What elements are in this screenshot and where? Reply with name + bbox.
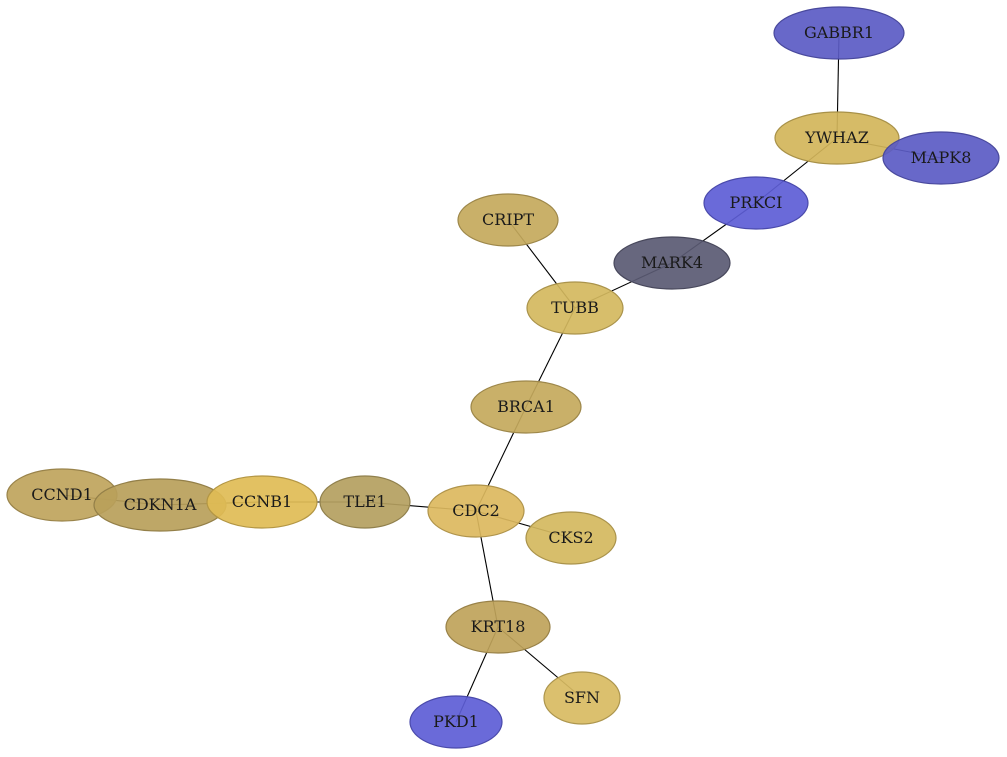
node-ccnd1[interactable]: CCND1 <box>6 468 118 522</box>
node-shape-prkci[interactable] <box>703 176 809 230</box>
node-ywhaz[interactable]: YWHAZ <box>774 111 900 165</box>
node-shape-sfn[interactable] <box>543 671 621 725</box>
node-label-brca1: BRCA1 <box>497 397 555 416</box>
node-label-ccnd1: CCND1 <box>31 485 93 504</box>
node-prkci[interactable]: PRKCI <box>703 176 809 230</box>
node-label-ccnb1: CCNB1 <box>232 492 292 511</box>
node-label-prkci: PRKCI <box>730 193 783 212</box>
node-label-cript: CRIPT <box>482 210 534 229</box>
node-cks2[interactable]: CKS2 <box>525 511 617 565</box>
node-shape-brca1[interactable] <box>470 380 582 434</box>
node-label-cdkn1a: CDKN1A <box>124 495 197 514</box>
node-label-pkd1: PKD1 <box>433 712 479 731</box>
node-label-mark4: MARK4 <box>641 253 703 272</box>
node-label-sfn: SFN <box>564 688 600 707</box>
node-shape-cdc2[interactable] <box>427 484 525 538</box>
node-shape-ccnb1[interactable] <box>206 475 318 529</box>
node-label-krt18: KRT18 <box>471 617 526 636</box>
node-label-mapk8: MAPK8 <box>911 148 972 167</box>
node-label-gabbr1: GABBR1 <box>804 23 874 42</box>
node-label-tle1: TLE1 <box>343 492 386 511</box>
node-shape-cks2[interactable] <box>525 511 617 565</box>
node-cript[interactable]: CRIPT <box>457 193 559 247</box>
node-shape-mapk8[interactable] <box>882 131 1000 185</box>
node-shape-mark4[interactable] <box>613 236 731 290</box>
node-shape-tle1[interactable] <box>319 475 411 529</box>
node-label-cks2: CKS2 <box>548 528 593 547</box>
node-sfn[interactable]: SFN <box>543 671 621 725</box>
node-ccnb1[interactable]: CCNB1 <box>206 475 318 529</box>
node-label-ywhaz: YWHAZ <box>804 128 869 147</box>
node-gabbr1[interactable]: GABBR1 <box>773 6 905 60</box>
node-tle1[interactable]: TLE1 <box>319 475 411 529</box>
node-shape-gabbr1[interactable] <box>773 6 905 60</box>
node-brca1[interactable]: BRCA1 <box>470 380 582 434</box>
node-shape-pkd1[interactable] <box>409 695 503 749</box>
node-mark4[interactable]: MARK4 <box>613 236 731 290</box>
node-cdc2[interactable]: CDC2 <box>427 484 525 538</box>
node-mapk8[interactable]: MAPK8 <box>882 131 1000 185</box>
node-krt18[interactable]: KRT18 <box>445 600 551 654</box>
node-pkd1[interactable]: PKD1 <box>409 695 503 749</box>
node-tubb[interactable]: TUBB <box>526 281 624 335</box>
node-label-tubb: TUBB <box>551 298 599 317</box>
node-shape-krt18[interactable] <box>445 600 551 654</box>
node-shape-cript[interactable] <box>457 193 559 247</box>
node-cdkn1a[interactable]: CDKN1A <box>93 478 227 532</box>
node-label-cdc2: CDC2 <box>452 501 500 520</box>
node-shape-ywhaz[interactable] <box>774 111 900 165</box>
node-shape-tubb[interactable] <box>526 281 624 335</box>
